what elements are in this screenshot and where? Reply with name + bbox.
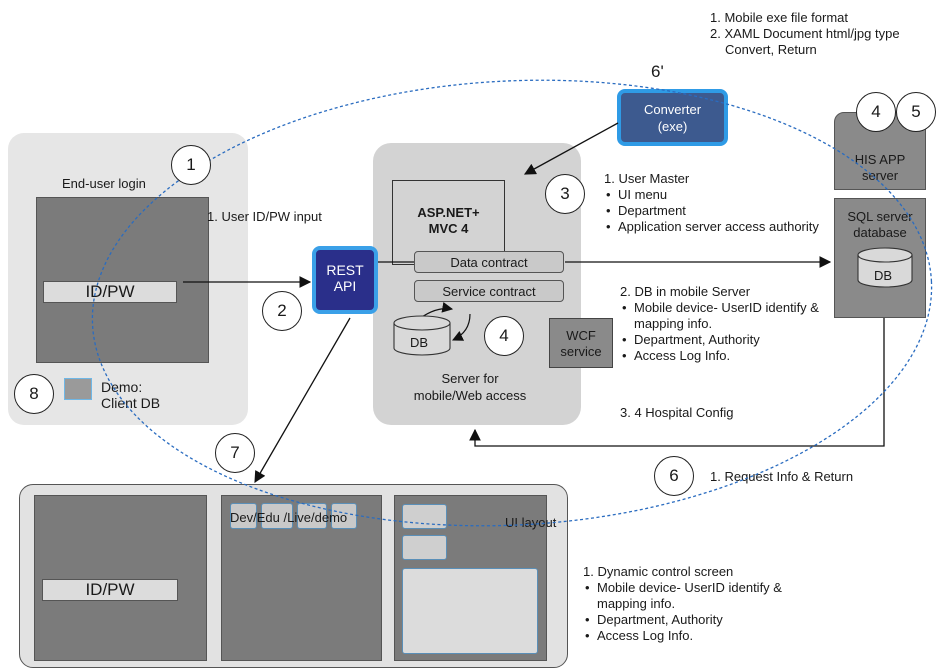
converter-step: 6' xyxy=(651,62,664,81)
ui-layout-label: UI layout xyxy=(505,515,557,530)
client-db-swatch xyxy=(64,378,92,400)
wcf-line1: WCF xyxy=(566,328,596,343)
user-input-note: 1. User ID/PW input xyxy=(207,209,322,224)
tab-labels: Dev/Edu /Live/demo xyxy=(230,510,348,525)
sql-label: SQL server database xyxy=(834,209,926,241)
data-contract: Data contract xyxy=(414,251,564,273)
asp-line1: ASP.NET+ xyxy=(417,205,480,220)
request-label: 1. Request Info & Return xyxy=(710,469,854,484)
info-item-dept-auth: Department, Authority xyxy=(620,332,872,348)
bottom-idpw-field[interactable]: ID/PW xyxy=(42,579,178,601)
step-1-circle: 1 xyxy=(171,145,211,185)
info-head-3: 3. 4 Hospital Config xyxy=(620,405,734,420)
sql-line2: database xyxy=(853,225,907,240)
tab-demo-label: demo xyxy=(314,510,348,525)
layout-block-3 xyxy=(402,568,538,654)
info-list-1: 1. User Master UI menu Department Applic… xyxy=(604,171,823,235)
info-item-app-access: Application server access authority xyxy=(604,219,823,235)
converter-line1: Converter xyxy=(643,102,702,117)
login-idpw-field[interactable]: ID/PW xyxy=(43,281,177,303)
login-screen xyxy=(36,197,209,363)
tab-dev-label: Dev xyxy=(230,510,254,525)
demo-line2: Client DB xyxy=(101,395,161,411)
wcf-service-box: WCF service xyxy=(549,318,613,368)
bottom-item-mobile-text: Mobile device- UserID identify & mapping… xyxy=(597,580,782,611)
step-4-server-circle: 4 xyxy=(484,316,524,356)
info-item-mobile-device-text: Mobile device- UserID identify & mapping… xyxy=(634,300,819,331)
layout-block-2 xyxy=(402,535,447,560)
info-item-mobile-device: Mobile device- UserID identify & mapping… xyxy=(620,300,872,332)
top-note-1: 1. Mobile exe file format xyxy=(710,10,849,25)
bottom-login-screen xyxy=(34,495,207,661)
info-head-2: 2. DB in mobile Server xyxy=(620,284,751,299)
his-label: HIS APP server xyxy=(834,152,926,184)
wcf-line2: service xyxy=(560,344,602,359)
step-2-circle: 2 xyxy=(262,291,302,331)
his-line1: HIS APP xyxy=(854,152,906,167)
converter-line2: (exe) xyxy=(657,119,688,134)
top-note-3: Convert, Return xyxy=(725,42,817,57)
info-head-1: 1. User Master xyxy=(604,171,690,186)
demo-line1: Demo: xyxy=(101,379,143,395)
step-6-circle: 6 xyxy=(654,456,694,496)
step-4-his-circle: 4 xyxy=(856,92,896,132)
server-caption: Server for mobile/Web access xyxy=(380,370,560,404)
asp-net-label: ASP.NET+ MVC 4 xyxy=(392,205,505,237)
bottom-item-log: Access Log Info. xyxy=(583,628,827,644)
service-contract: Service contract xyxy=(414,280,564,302)
bottom-info: 1. Dynamic control screen Mobile device-… xyxy=(583,564,827,644)
his-line2: server xyxy=(861,168,899,183)
top-notes: 1. Mobile exe file format 2. XAML Docume… xyxy=(710,10,900,58)
demo-label: Demo: Client DB xyxy=(101,379,160,411)
info-item-access-log: Access Log Info. xyxy=(620,348,872,364)
top-note-2: 2. XAML Document html/jpg type xyxy=(710,26,900,41)
info-item-department: Department xyxy=(604,203,823,219)
server-caption-line2: mobile/Web access xyxy=(413,388,527,403)
step-8-circle: 8 xyxy=(14,374,54,414)
asp-line2: MVC 4 xyxy=(428,221,469,236)
step-3-circle: 3 xyxy=(545,174,585,214)
sql-line1: SQL server xyxy=(847,209,913,224)
bottom-item-mobile: Mobile device- UserID identify & mapping… xyxy=(583,580,827,612)
rest-api-line1: REST xyxy=(326,262,364,278)
server-caption-line1: Server for xyxy=(441,371,499,386)
rest-api-box[interactable]: REST API xyxy=(312,246,378,314)
sql-db-label: DB xyxy=(874,268,893,283)
tab-live-label: Live xyxy=(287,510,311,525)
info-item-ui-menu: UI menu xyxy=(604,187,823,203)
step-5-his-circle: 5 xyxy=(896,92,936,132)
converter-box[interactable]: Converter (exe) xyxy=(617,89,728,146)
rest-api-line2: API xyxy=(333,278,357,294)
bottom-info-head: 1. Dynamic control screen xyxy=(583,564,734,579)
layout-block-1 xyxy=(402,504,447,529)
info-item-app-access-text: Application server access authority xyxy=(618,219,819,234)
info-list-2: 2. DB in mobile Server Mobile device- Us… xyxy=(620,284,872,364)
server-db-label: DB xyxy=(410,335,429,350)
login-title: End-user login xyxy=(62,176,146,191)
bottom-item-dept: Department, Authority xyxy=(583,612,827,628)
step-7-circle: 7 xyxy=(215,433,255,473)
arrow-api-to-bottom xyxy=(254,317,351,484)
tab-edu-label: Edu xyxy=(256,510,280,525)
